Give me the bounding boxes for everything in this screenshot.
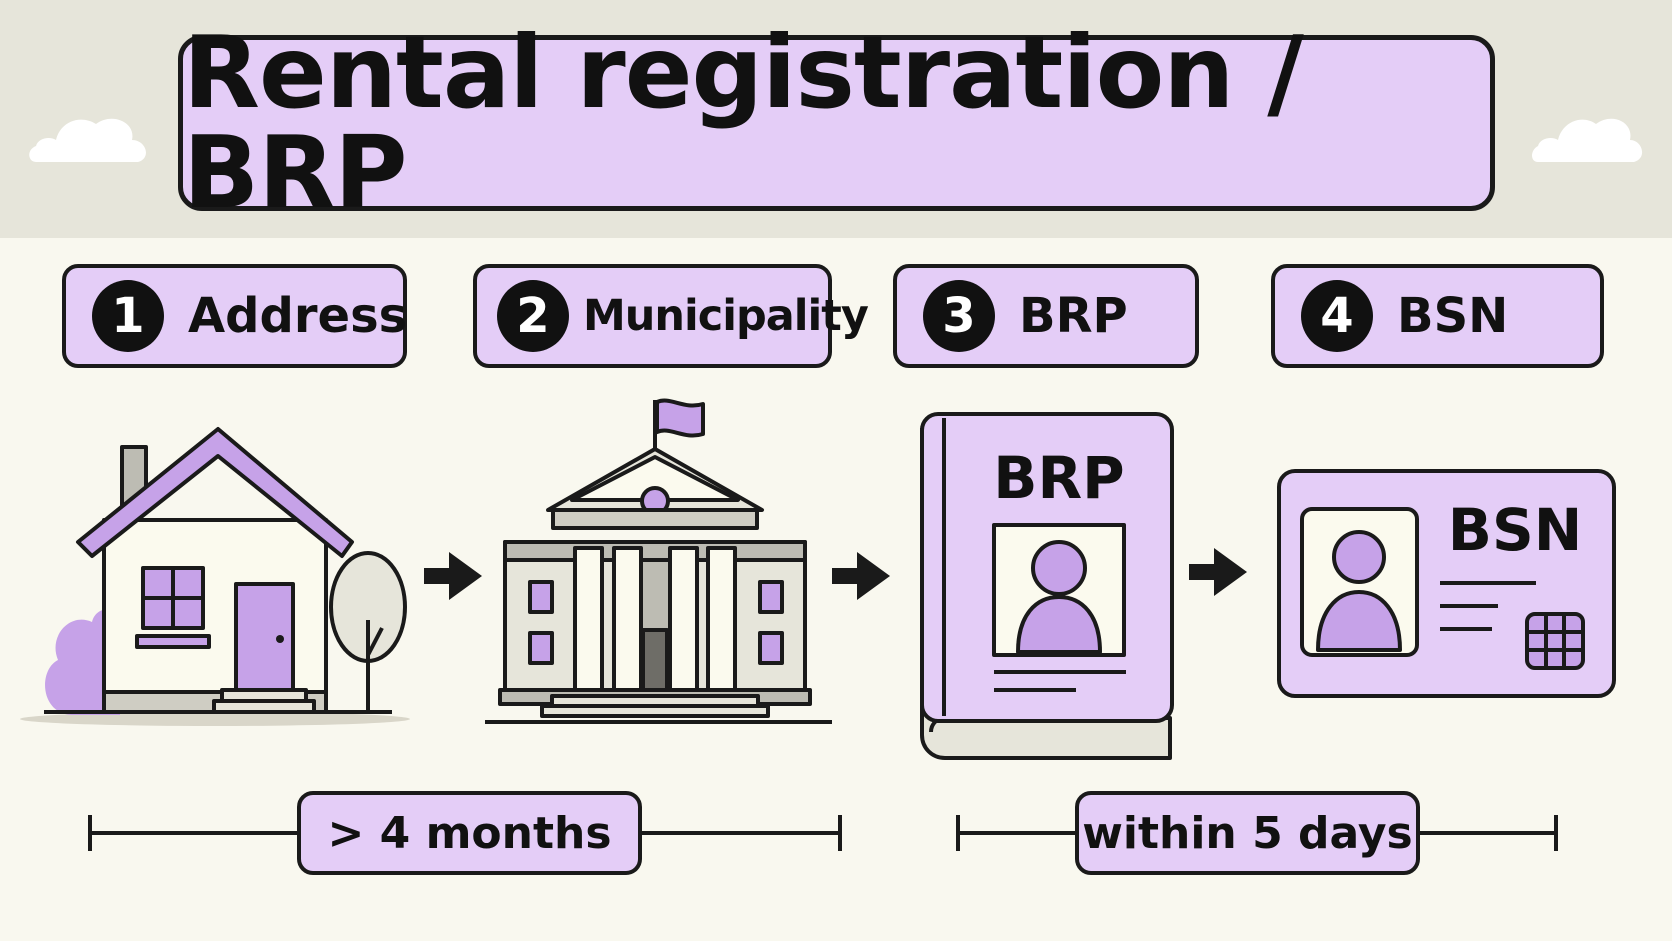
step-number-badge: 2	[497, 280, 569, 352]
step-number-badge: 3	[923, 280, 995, 352]
step-label: Address	[188, 288, 408, 344]
page-title: Rental registration / BRP	[183, 14, 1304, 231]
arrow-icon-1	[424, 552, 482, 600]
cloud-icon-left	[29, 118, 146, 162]
brp-book-icon	[920, 412, 1174, 760]
step-label: BSN	[1397, 288, 1509, 344]
step-bsn: 4 BSN	[1271, 264, 1604, 368]
arrow-icon-2	[832, 552, 890, 600]
timeline-label-days: within 5 days	[1075, 791, 1420, 875]
step-label: BRP	[1019, 288, 1128, 344]
step-brp: 3 BRP	[893, 264, 1199, 368]
cloud-icon-right	[1532, 118, 1643, 162]
card-title: BSN	[1448, 496, 1583, 564]
step-municipality: 2 Municipality	[473, 264, 869, 368]
bsn-card-icon	[1277, 469, 1616, 698]
step-address: 1 Address	[62, 264, 407, 368]
title-banner: Rental registration / BRP	[178, 23, 1495, 223]
step-number-badge: 1	[92, 280, 164, 352]
timeline-label-months: > 4 months	[297, 791, 642, 875]
town-hall-icon	[485, 398, 832, 724]
step-number-badge: 4	[1301, 280, 1373, 352]
house-icon	[20, 427, 410, 726]
book-title: BRP	[993, 444, 1124, 512]
step-label: Municipality	[583, 291, 869, 341]
arrow-icon-3	[1189, 548, 1247, 596]
